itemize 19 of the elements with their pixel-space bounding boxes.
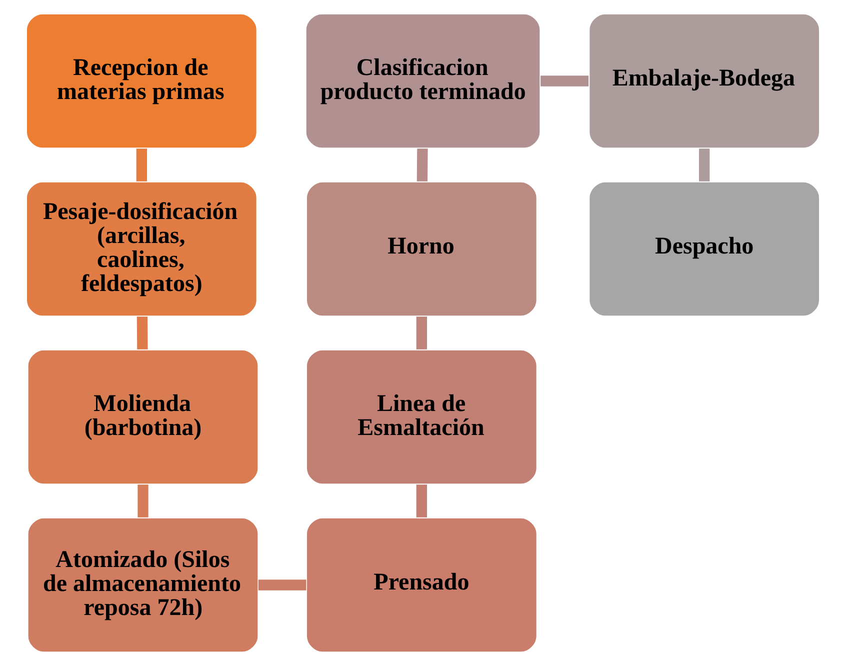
connector (137, 484, 148, 518)
node-box: Embalaje-Bodega (588, 13, 820, 149)
node-box: Clasificacion producto terminado (304, 13, 540, 149)
node-box: Despacho (588, 181, 820, 317)
node-box: Molienda (barbotina) (26, 349, 258, 485)
connector (136, 316, 148, 350)
connector (416, 316, 426, 350)
node-box: Horno (305, 181, 538, 317)
node-box: Atomizado (Silos de almacenamiento reposa 72h) (26, 517, 258, 653)
connector (136, 148, 146, 182)
connector (698, 148, 710, 182)
connector (416, 484, 426, 518)
node-box: Pesaje-dosificación (arcillas, caolines, feldespatos) (25, 181, 258, 317)
connector (416, 148, 428, 182)
node-box: Recepcion de materias primas (25, 13, 258, 149)
connector (258, 580, 306, 590)
node-box: Prensado (305, 517, 538, 653)
node-box: Linea de Esmaltación (305, 349, 538, 485)
connector (540, 76, 588, 86)
